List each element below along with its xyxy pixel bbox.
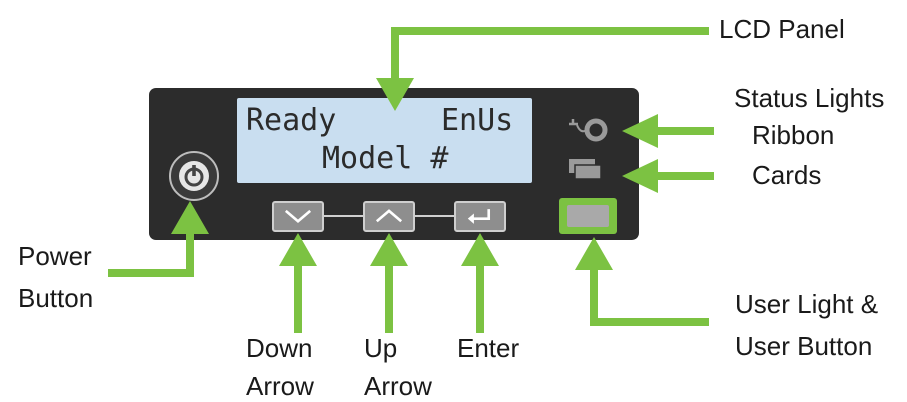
down-arrow-label-line2: Arrow bbox=[246, 371, 314, 401]
chevron-up-icon bbox=[375, 209, 403, 223]
lcd-panel-label: LCD Panel bbox=[719, 14, 845, 44]
ribbon-arrow-line bbox=[650, 127, 714, 135]
user-button-face bbox=[567, 205, 609, 227]
up-arrow-button[interactable] bbox=[363, 201, 415, 232]
up-arrow-label-line2: Arrow bbox=[364, 371, 432, 401]
user-arrow-head bbox=[575, 237, 613, 270]
lcd-panel-arrow-line bbox=[391, 27, 709, 35]
down-arrow-callout-stem bbox=[294, 265, 302, 333]
enter-label: Enter bbox=[457, 333, 520, 363]
button-connector-line bbox=[322, 215, 364, 217]
enter-button[interactable] bbox=[454, 201, 506, 232]
ribbon-label: Ribbon bbox=[752, 120, 835, 150]
up-arrow-callout-stem bbox=[385, 265, 393, 333]
down-arrow-button[interactable] bbox=[272, 201, 324, 232]
user-light-label-line1: User Light & bbox=[735, 289, 879, 319]
down-arrow-label-line1: Down bbox=[246, 333, 313, 363]
power-label-line2: Button bbox=[18, 283, 94, 313]
chevron-down-icon bbox=[284, 209, 312, 224]
enter-callout-stem bbox=[476, 265, 484, 333]
power-arrow-line bbox=[108, 269, 194, 277]
power-icon bbox=[169, 151, 219, 201]
user-arrow-stem bbox=[590, 268, 598, 326]
lcd-model-text: Model # bbox=[322, 141, 449, 176]
status-lights-label: Status Lights bbox=[734, 83, 885, 113]
lcd-language-text: EnUs bbox=[441, 103, 514, 138]
user-arrow-line bbox=[590, 318, 709, 326]
user-light-button[interactable] bbox=[559, 198, 617, 234]
ribbon-status-icon bbox=[569, 118, 608, 142]
power-label-line1: Power bbox=[18, 241, 92, 271]
button-connector-line bbox=[414, 215, 456, 217]
enter-return-icon bbox=[467, 209, 491, 224]
cards-label: Cards bbox=[752, 160, 822, 190]
up-arrow-label-line1: Up bbox=[364, 333, 398, 363]
power-button[interactable] bbox=[168, 150, 220, 202]
lcd-panel-arrow-stem bbox=[391, 27, 399, 79]
lcd-panel: Ready EnUs Model # bbox=[237, 98, 532, 183]
cards-status-icon bbox=[569, 159, 602, 180]
lcd-status-text: Ready bbox=[246, 103, 337, 138]
cards-arrow-line bbox=[650, 172, 714, 180]
user-light-label-line2: User Button bbox=[735, 331, 873, 361]
